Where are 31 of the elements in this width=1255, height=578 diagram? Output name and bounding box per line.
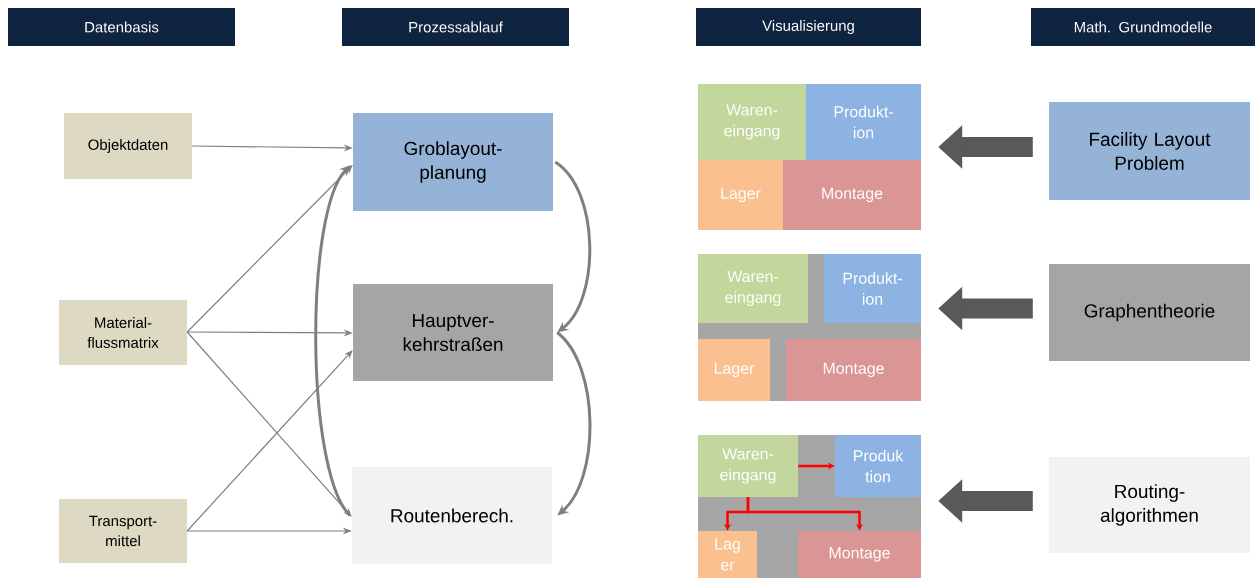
- area-tile: Produkt- ion: [824, 254, 921, 323]
- area-tile: Montage: [786, 339, 921, 401]
- curved-arrow: [314, 165, 352, 517]
- curved-arrow: [554, 160, 592, 333]
- process-box: Hauptver- kehrstraßen: [353, 284, 553, 381]
- header-band: Prozessablauf: [342, 8, 569, 46]
- area-tile: Waren- eingang: [698, 84, 806, 160]
- area-tile: Produkt- ion: [806, 84, 921, 160]
- area-tile: Lager: [698, 339, 770, 401]
- process-box: Routenberech.: [352, 467, 552, 564]
- area-tile: Waren- eingang: [698, 435, 798, 497]
- header-band: Visualisierung: [696, 8, 921, 46]
- area-tile: Montage: [783, 160, 921, 230]
- flow-arrow: [746, 497, 864, 531]
- area-tile: Lag er: [698, 531, 757, 578]
- header-band: Datenbasis: [8, 8, 235, 46]
- model-box: Graphentheorie: [1049, 264, 1250, 361]
- data-box: Transport- mittel: [59, 499, 187, 563]
- area-tile: Produk tion: [835, 435, 921, 497]
- header-band: Math. Grundmodelle: [1031, 8, 1255, 46]
- area-tile: Waren- eingang: [698, 254, 808, 323]
- data-box: Objektdaten: [64, 113, 192, 179]
- model-box: Facility Layout Problem: [1049, 102, 1250, 200]
- area-tile: Montage: [798, 531, 921, 578]
- arrow: [186, 350, 353, 532]
- data-box: Material- flussmatrix: [59, 300, 187, 365]
- arrow: [186, 331, 352, 517]
- model-box: Routing- algorithmen: [1049, 457, 1250, 553]
- area-tile: Lager: [698, 160, 783, 230]
- process-box: Groblayout- planung: [353, 113, 553, 211]
- arrow: [186, 165, 353, 333]
